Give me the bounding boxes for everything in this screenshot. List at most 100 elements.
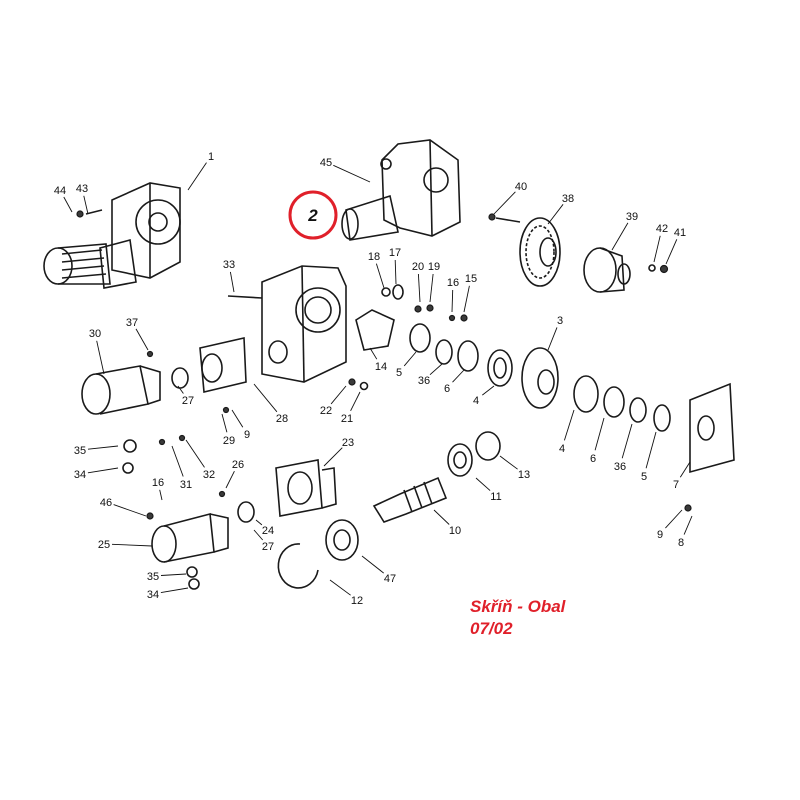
part-label-p21: 21 — [341, 413, 353, 425]
leader-line-p13 — [499, 455, 518, 470]
part-label-p10: 10 — [449, 525, 461, 537]
leader-line-p6a — [452, 369, 465, 383]
leader-line-p40 — [493, 191, 516, 215]
part-label-p16b: 16 — [152, 477, 164, 489]
part-label-p42: 42 — [656, 223, 668, 235]
leader-line-p32 — [185, 439, 205, 468]
leader-line-p20 — [417, 273, 421, 303]
part-label-p44: 44 — [54, 185, 66, 197]
part-label-p35a: 35 — [74, 445, 86, 457]
leader-line-p7 — [679, 461, 691, 478]
motor-30 — [81, 337, 247, 474]
motor-25 — [146, 490, 319, 590]
part-label-p35b: 35 — [147, 571, 159, 583]
part-label-p5b: 5 — [641, 471, 647, 483]
leader-line-p19 — [429, 273, 434, 303]
leader-line-p30 — [96, 340, 105, 375]
part-label-p32: 32 — [203, 469, 215, 481]
leader-line-p29 — [221, 413, 228, 433]
leader-line-p4b — [563, 409, 575, 441]
leader-line-p9a — [231, 409, 244, 428]
part-label-p5a: 5 — [396, 367, 402, 379]
part-label-p6a: 6 — [444, 383, 450, 395]
part-label-p6b: 6 — [590, 453, 596, 465]
leader-line-p23 — [323, 447, 343, 467]
part-label-p14: 14 — [375, 361, 387, 373]
flange-23 — [275, 459, 337, 517]
leader-line-p34b — [160, 587, 189, 594]
leader-line-p14 — [369, 347, 378, 360]
part-label-p41: 41 — [674, 227, 686, 239]
gearbox-assembly-1 — [43, 182, 181, 289]
part-label-p26: 26 — [232, 459, 244, 471]
leader-line-p12 — [329, 579, 351, 596]
leader-line-p8 — [683, 515, 693, 535]
part-label-p4b: 4 — [559, 443, 565, 455]
part-label-p38: 38 — [562, 193, 574, 205]
part-label-p39: 39 — [626, 211, 638, 223]
leader-line-p25 — [111, 543, 153, 547]
gear-38 — [488, 213, 561, 287]
parts-line-art — [43, 139, 735, 590]
leader-line-p41 — [665, 239, 678, 265]
leader-line-p11 — [475, 477, 491, 491]
part-label-p30: 30 — [89, 328, 101, 340]
part-label-p31: 31 — [180, 479, 192, 491]
part-label-p33: 33 — [223, 259, 235, 271]
leader-line-p28 — [253, 383, 278, 413]
part-label-p45: 45 — [320, 157, 332, 169]
leader-line-p27a — [177, 385, 184, 394]
seal-and-bearing-set — [348, 323, 735, 512]
leader-line-p10 — [433, 509, 450, 525]
part-label-p7: 7 — [673, 479, 679, 491]
leader-line-p44 — [63, 196, 73, 213]
part-label-p9b: 9 — [657, 529, 663, 541]
leader-line-p36a — [429, 363, 443, 376]
part-label-p16a: 16 — [447, 277, 459, 289]
leader-line-p4a — [482, 385, 495, 396]
part-label-p17: 17 — [389, 247, 401, 259]
leader-line-p24 — [255, 519, 263, 526]
leader-line-p35a — [87, 445, 119, 450]
leader-line-p39 — [611, 222, 629, 251]
leader-line-p9b — [665, 509, 683, 529]
leader-line-p3 — [547, 327, 558, 351]
leader-line-p45 — [333, 164, 371, 183]
part-label-p15: 15 — [465, 273, 477, 285]
caption-title: Skříň - Obal — [470, 597, 566, 616]
gearbox-assembly-45 — [341, 139, 461, 241]
part-label-p34b: 34 — [147, 589, 159, 601]
part-label-p36a: 36 — [418, 375, 430, 387]
leader-line-p16a — [451, 289, 454, 313]
leader-line-p6b — [594, 417, 605, 451]
part-label-p19: 19 — [428, 261, 440, 273]
leader-line-p21 — [350, 391, 361, 412]
housing-2 — [227, 265, 468, 383]
hub-39 — [583, 247, 669, 293]
callout-circle — [288, 190, 338, 240]
part-label-p36b: 36 — [614, 461, 626, 473]
leader-line-p26 — [225, 470, 235, 489]
leader-lines — [63, 162, 693, 596]
callout-number: 2 — [307, 206, 318, 225]
leader-line-p27b — [253, 529, 264, 541]
leader-line-p1 — [187, 162, 207, 191]
part-label-p37: 37 — [126, 317, 138, 329]
leader-line-p31 — [171, 445, 184, 477]
leader-line-p42 — [653, 235, 661, 263]
part-label-p13: 13 — [518, 469, 530, 481]
leader-line-p17 — [394, 259, 397, 285]
part-label-p28: 28 — [276, 413, 288, 425]
part-label-p46: 46 — [100, 497, 112, 509]
leader-line-p5b — [645, 431, 657, 469]
leader-line-p43 — [83, 195, 89, 215]
part-label-p43: 43 — [76, 183, 88, 195]
worm-shaft-10 — [325, 431, 501, 561]
part-label-p4a: 4 — [473, 395, 479, 407]
part-label-p12: 12 — [351, 595, 363, 607]
part-label-p20: 20 — [412, 261, 424, 273]
part-label-p34a: 34 — [74, 469, 86, 481]
leader-line-p46 — [113, 504, 147, 517]
